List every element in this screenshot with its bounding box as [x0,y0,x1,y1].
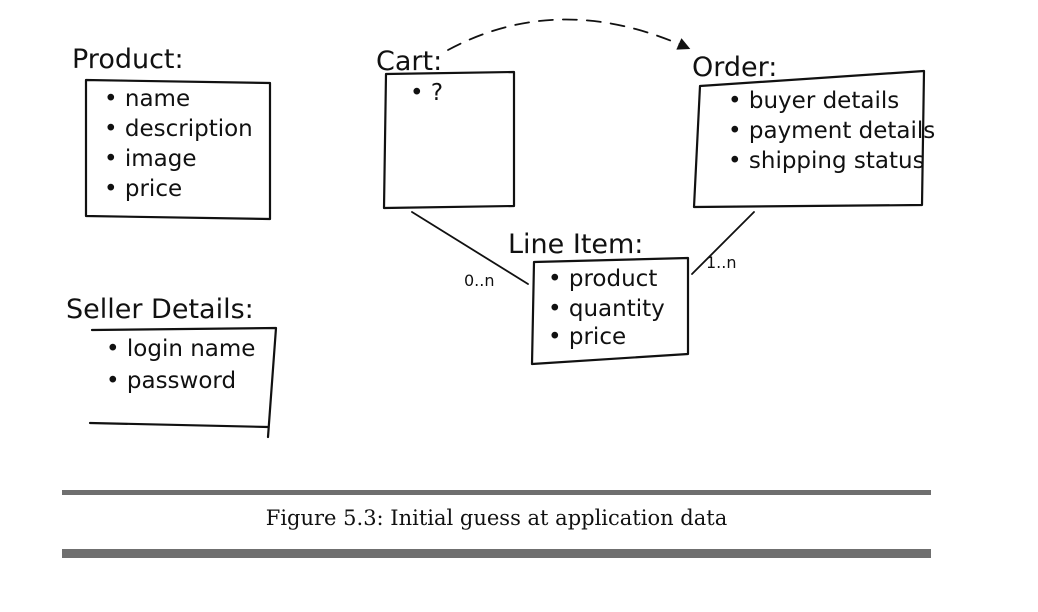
entity-attributes-cart: • ? [410,80,443,106]
entity-attributes-product: • name • description • image • price [104,86,253,202]
attribute-description: • description [104,116,253,142]
attribute-name: • name [104,86,190,112]
attribute-password: • password [106,368,236,394]
relationship-line-order-line-item [691,211,755,275]
attribute-shipping-status: • shipping status [728,148,925,174]
entity-box-product [84,78,272,221]
attribute-product: • product [548,266,657,292]
entity-title-seller-details: Seller Details: [66,294,254,325]
entity-box-cart [382,70,516,210]
entity-box-line-item [530,256,690,366]
attribute-price: • price [104,176,182,202]
relationship-order-line-item: 1..n [691,211,755,275]
attribute-line-price: • price [548,324,626,350]
figure-caption: Figure 5.3: Initial guess at application… [265,506,728,530]
entity-box-seller-details [88,326,278,439]
attribute-login-name: • login name [106,336,255,362]
entity-product: Product: • name • description • image • … [72,44,272,221]
entity-attributes-line-item: • product • quantity • price [548,266,665,350]
relationship-cart-line-item: 0..n [411,211,529,290]
attribute-buyer-details: • buyer details [728,88,899,114]
attribute-payment-details: • payment details [728,118,935,144]
attribute-image: • image [104,146,197,172]
caption-rule-top [62,490,931,495]
caption-rule-bottom [62,549,931,558]
entity-attributes-seller-details: • login name • password [106,336,255,394]
entity-attributes-order: • buyer details • payment details • ship… [728,88,935,174]
entity-title-product: Product: [72,44,184,75]
entity-title-cart: Cart: [376,46,442,77]
entity-order: Order: • buyer details • payment details… [692,52,935,209]
relationship-line-cart-line-item [411,211,529,285]
entity-box-order [692,69,926,209]
attribute-quantity: • quantity [548,296,665,322]
multiplicity-cart-line-item: 0..n [464,271,495,290]
entity-line-item: Line Item: • product • quantity • price [508,229,690,366]
entity-seller-details: Seller Details: • login name • password [66,294,278,439]
entity-title-line-item: Line Item: [508,229,643,260]
data-model-sketch: Product: • name • description • image • … [66,18,935,439]
cart-to-order-arrow [447,18,691,51]
entity-cart: Cart: • ? [376,46,516,210]
attribute-unknown: • ? [410,80,443,106]
entity-title-order: Order: [692,52,777,83]
multiplicity-order-line-item: 1..n [706,253,737,272]
